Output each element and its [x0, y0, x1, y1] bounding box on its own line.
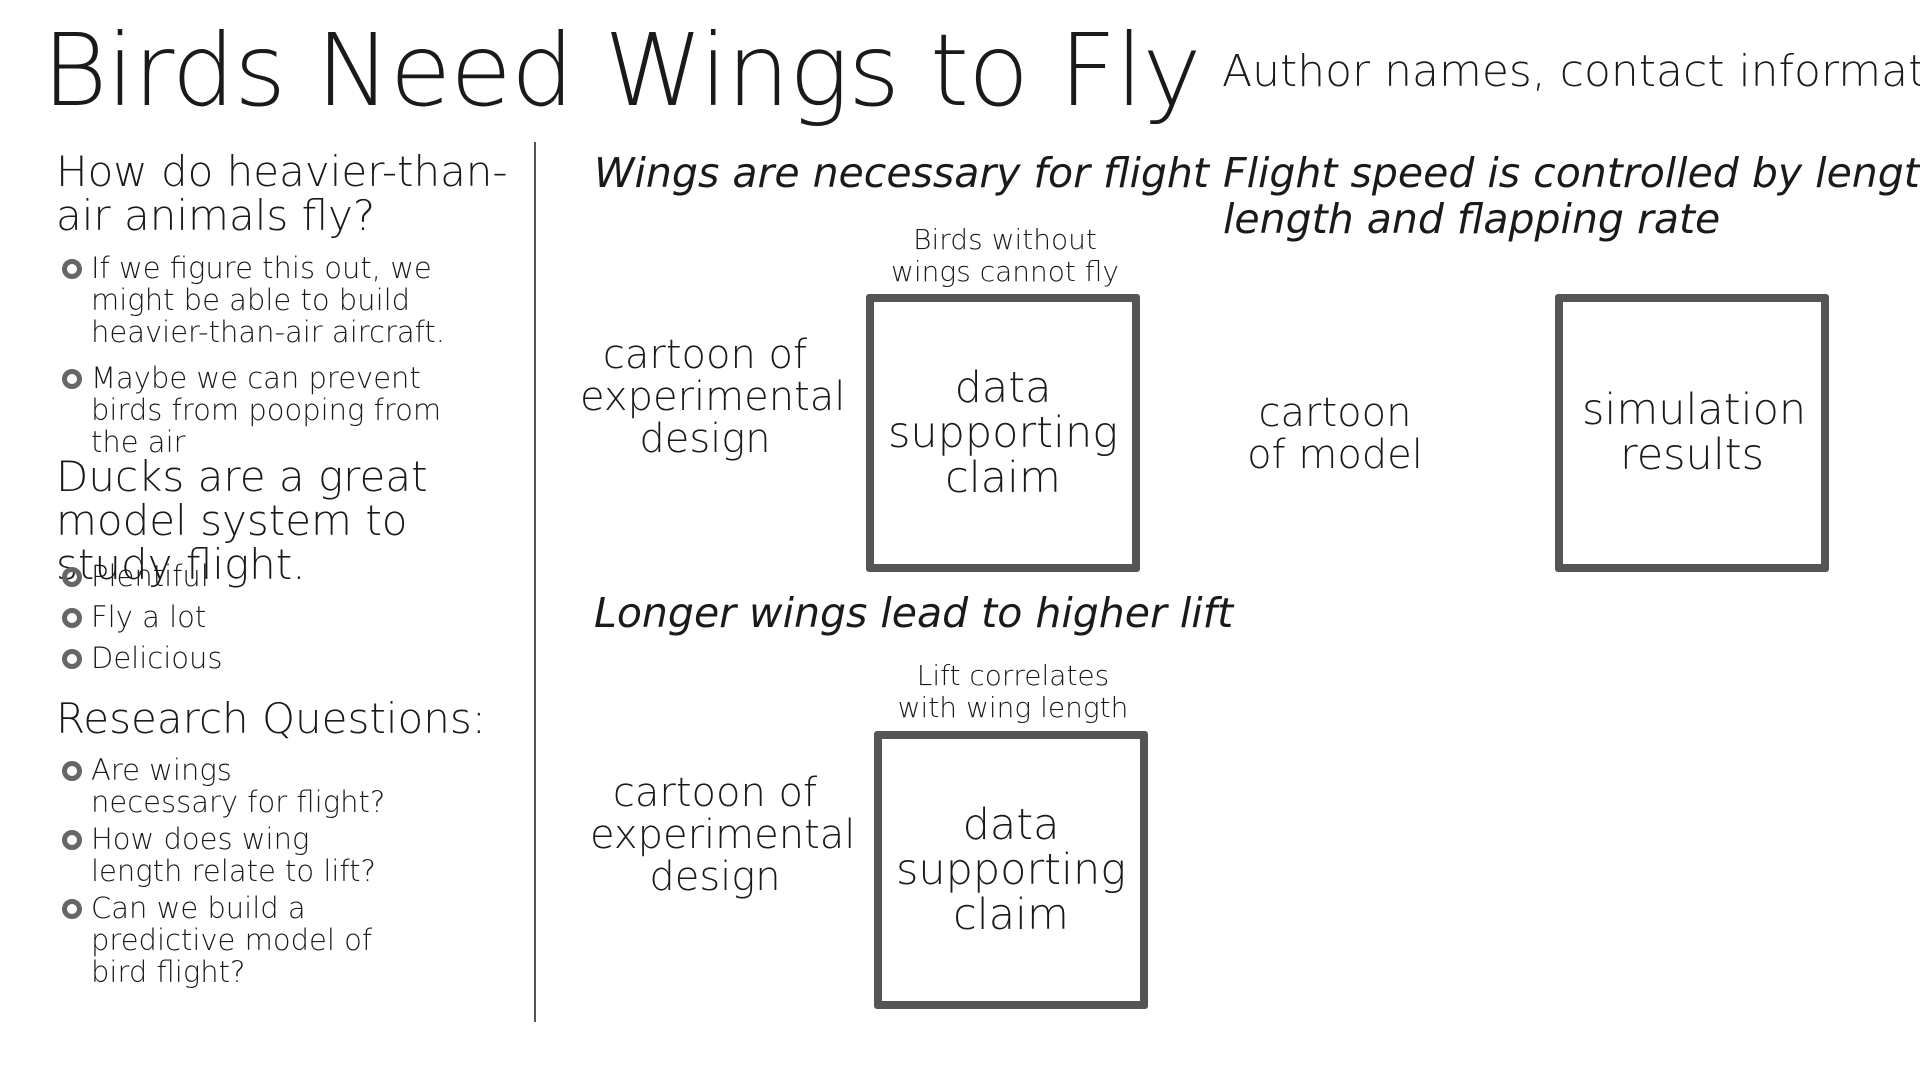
bullet-item: Delicious [56, 642, 456, 674]
claim1-box-label: data supporting claim [887, 362, 1119, 503]
claim2-box-label: data supporting claim [895, 799, 1127, 940]
author-info: Author names, contact information [1222, 46, 1920, 97]
bullet-item: Are wings necessary for flight? [56, 754, 386, 818]
column-divider [534, 142, 536, 1022]
question-bullets: If we figure this out, we might be able … [56, 252, 456, 458]
claim3-cartoon-placeholder: cartoon of model [1247, 390, 1423, 478]
bullet-item: How does wing length relate to lift? [56, 823, 386, 887]
bullet-item: Can we build a predictive model of bird … [56, 892, 386, 988]
claim2-heading: Longer wings lead to higher lift [594, 589, 1234, 637]
claim3-heading-line2: length and flapping rate [1223, 195, 1721, 243]
claim2-data-box: data supporting claim [874, 731, 1148, 1009]
claim1-heading: Wings are necessary for flight [594, 149, 1209, 197]
claim3-heading-line1: Flight speed is controlled by length [1223, 149, 1920, 197]
claim2-cartoon-placeholder: cartoon of experimental design [590, 770, 856, 900]
model-heading: Ducks are a great model system to study … [56, 452, 428, 589]
claim1-cartoon-placeholder: cartoon of experimental design [580, 332, 846, 462]
claim1-caption: Birds without wings cannot fly [891, 223, 1119, 288]
research-questions-heading: Research Questions: [56, 694, 486, 743]
research-question-bullets: Are wings necessary for flight? How does… [56, 754, 386, 988]
poster-title: Birds Need Wings to Fly [42, 12, 1201, 129]
question-heading: How do heavier-than-air animals fly? [56, 147, 508, 240]
claim2-caption: Lift correlates with wing length [897, 659, 1129, 724]
bullet-item: Plentiful [56, 560, 456, 592]
bullet-item: Fly a lot [56, 601, 456, 633]
claim3-box-label: simulation results [1582, 385, 1807, 480]
claim3-simulation-box: simulation results [1555, 294, 1829, 572]
bullet-item: Maybe we can prevent birds from pooping … [56, 362, 456, 458]
bullet-item: If we figure this out, we might be able … [56, 252, 456, 348]
model-bullets: Plentiful Fly a lot Delicious [56, 560, 456, 674]
claim1-data-box: data supporting claim [866, 294, 1140, 572]
